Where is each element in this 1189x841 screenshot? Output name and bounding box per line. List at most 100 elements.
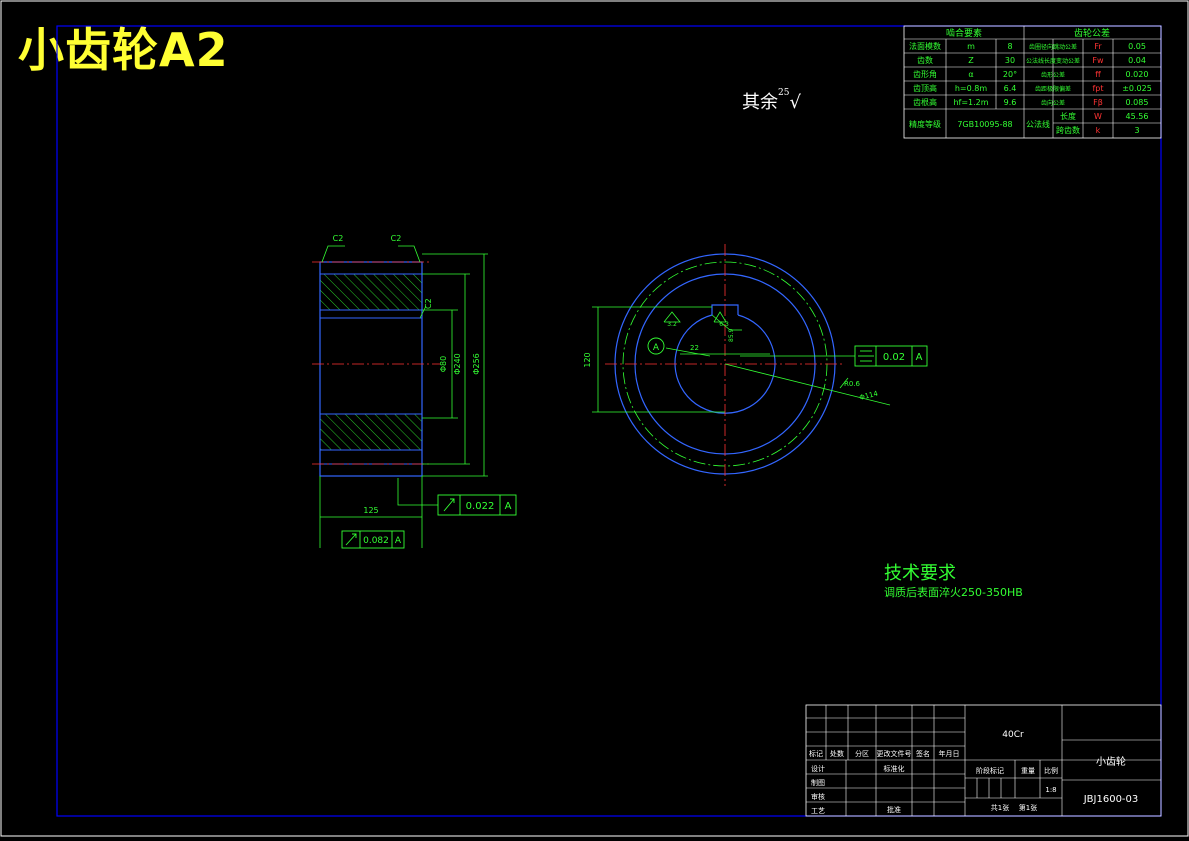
title-block-header: 标记 xyxy=(809,749,823,758)
symmetry-icon xyxy=(858,350,874,362)
tolerance-symbol: fpt xyxy=(1092,84,1103,93)
runout-frame-1: 0.022 A xyxy=(437,494,517,516)
part-name: 小齿轮 xyxy=(1096,755,1126,768)
rough-keyway: 6.3 xyxy=(719,321,729,328)
tolerance-name: 齿向公差 xyxy=(1041,99,1065,107)
param-value: 30 xyxy=(1005,56,1015,65)
param-name: 法面模数 xyxy=(909,41,941,51)
tolerance-symbol: Fr xyxy=(1094,42,1102,51)
param-value: 20° xyxy=(1003,70,1017,79)
chamfer-inner: C2 xyxy=(424,298,433,309)
inner-border xyxy=(56,25,1162,817)
rough-small: 3.2 xyxy=(667,321,677,328)
params-title-left: 啮合要素 xyxy=(946,27,982,39)
approve-label: 批准 xyxy=(887,805,901,814)
tolerance-value: ±0.025 xyxy=(1122,84,1152,93)
title-block-row-label: 工艺 xyxy=(811,807,825,815)
tolerance-symbol: Fβ xyxy=(1093,98,1103,107)
tolerance-name: 齿距极限偏差 xyxy=(1035,85,1071,93)
title-block-row-label: 审核 xyxy=(811,792,825,801)
teeth-value: 3 xyxy=(1134,126,1139,135)
roughness-note-label: 其余 xyxy=(742,92,778,113)
rough-radius: R0.6 xyxy=(844,380,861,388)
title-block: 40Cr 小齿轮 JBJ1600-03 标记处数 分区更改文件号签名年月日 设计制… xyxy=(805,704,1162,817)
param-symbol: h=0.8m xyxy=(955,84,987,93)
tolerance-symbol: ff xyxy=(1095,70,1101,79)
dim-width: 125 xyxy=(363,506,378,515)
chamfer-left: C2 xyxy=(333,234,344,243)
accuracy-value: 7GB10095-88 xyxy=(957,120,1012,129)
accuracy-label: 精度等级 xyxy=(909,119,941,129)
tolerance-name: 公法线长度变动公差 xyxy=(1026,57,1080,65)
dim-root: Φ240 xyxy=(453,353,462,375)
chamfer-right: C2 xyxy=(391,234,402,243)
param-symbol: Z xyxy=(968,56,974,65)
tolerance-value: 0.085 xyxy=(1126,98,1149,107)
roughness-note-value: 25 xyxy=(778,88,790,98)
scale-value: 1:8 xyxy=(1045,786,1056,794)
symmetry-value: 0.02 xyxy=(883,352,905,363)
drawing-number: JBJ1600-03 xyxy=(1083,794,1139,805)
runout-arrow-icon xyxy=(345,533,357,546)
roughness-note: 其余25√ xyxy=(742,88,801,114)
title-block-row-label: 设计 xyxy=(811,764,825,773)
param-symbol: m xyxy=(967,42,975,51)
tolerance-value: 0.04 xyxy=(1128,56,1146,65)
title-block-row-label: 制图 xyxy=(811,778,825,787)
length-label: 长度 xyxy=(1060,111,1076,121)
runout-datum-1: A xyxy=(505,501,512,512)
tech-requirements-item: 调质后表面淬火250-350HB xyxy=(884,586,1023,599)
keyway-depth: 85.9 xyxy=(728,328,735,342)
length-symbol: W xyxy=(1094,112,1102,121)
runout-arrow-icon xyxy=(443,498,455,512)
length-value: 45.56 xyxy=(1126,112,1149,121)
side-view: C2 C2 C2 Φ80 Φ240 Φ256 125 0.022 A xyxy=(312,234,517,549)
runout-value-1: 0.022 xyxy=(466,501,495,512)
param-name: 齿顶高 xyxy=(913,83,937,93)
param-name: 齿根高 xyxy=(913,97,937,107)
sheet-number: 第1张 xyxy=(1019,803,1037,812)
dim-tip: Φ256 xyxy=(472,353,481,375)
standardize-label: 标准化 xyxy=(884,764,905,773)
title-block-header: 签名 xyxy=(916,749,930,758)
teeth-symbol: k xyxy=(1096,126,1101,135)
tolerance-name: 齿形公差 xyxy=(1041,71,1065,79)
tolerance-value: 0.020 xyxy=(1126,70,1149,79)
title-block-header: 年月日 xyxy=(939,749,960,758)
normal-label: 公法线 xyxy=(1026,119,1050,129)
dim-bore: Φ80 xyxy=(439,356,448,372)
hatch-upper xyxy=(319,273,423,311)
tolerance-symbol: Fw xyxy=(1092,56,1104,65)
tolerance-name: 齿圈径向跳动公差 xyxy=(1029,43,1077,51)
dim-keyway-left: 120 xyxy=(583,352,592,367)
dim-small: 22 xyxy=(690,344,699,352)
param-value: 9.6 xyxy=(1004,98,1017,107)
drawing-title: 小齿轮A2 xyxy=(18,23,229,77)
param-value: 6.4 xyxy=(1004,84,1017,93)
gear-outline xyxy=(319,261,423,477)
params-title-right: 齿轮公差 xyxy=(1074,27,1110,39)
title-block-header: 更改文件号 xyxy=(877,749,912,758)
symmetry-frame: 0.02 A xyxy=(854,345,928,367)
runout-datum-2: A xyxy=(395,536,402,546)
title-block-header: 处数 xyxy=(830,749,844,758)
front-view: A 120 22 3.2 6.3 85.9 R0.6 Φ114 0.02 A xyxy=(583,244,928,486)
roughness-symbol-icon: √ xyxy=(789,92,801,113)
front-datum-label: A xyxy=(653,343,660,353)
runout-frame-2: 0.082 A xyxy=(341,530,405,549)
stage-label: 阶段标记 xyxy=(976,766,1004,775)
teeth-label: 跨齿数 xyxy=(1056,125,1080,135)
symmetry-datum: A xyxy=(916,352,923,363)
param-symbol: α xyxy=(968,70,973,79)
param-name: 齿形角 xyxy=(913,69,937,79)
tech-requirements-title: 技术要求 xyxy=(884,563,956,584)
title-block-header: 分区 xyxy=(855,749,869,758)
material: 40Cr xyxy=(1002,730,1024,740)
weight-label: 重量 xyxy=(1021,767,1035,775)
scale-label: 比例 xyxy=(1044,766,1058,775)
hatch-lower xyxy=(319,413,423,451)
